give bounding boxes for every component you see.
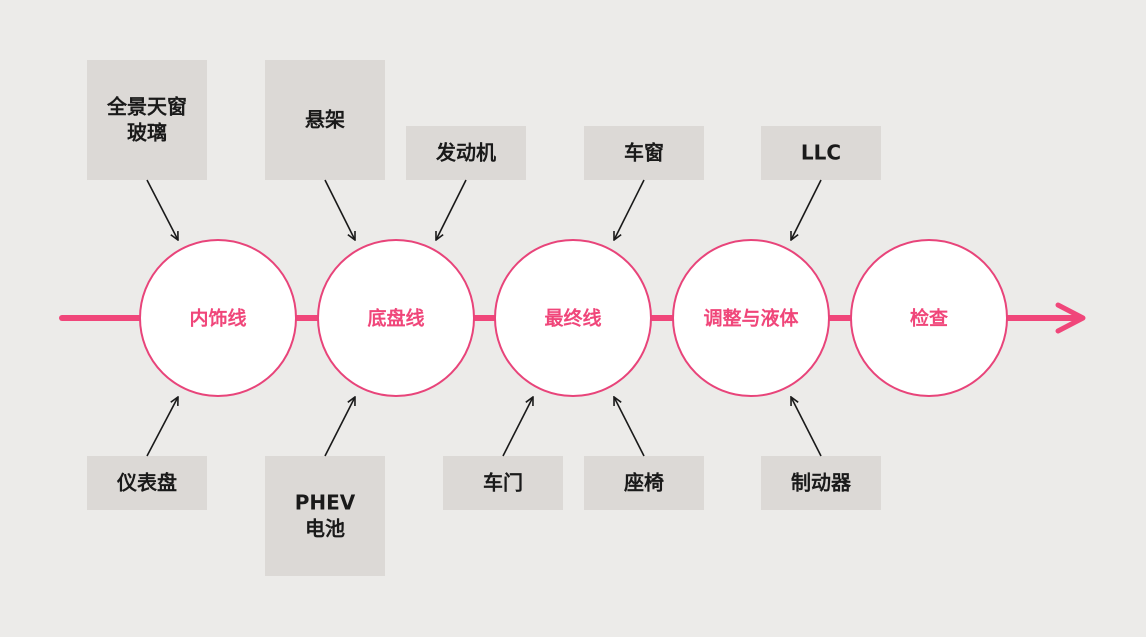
input-part-box: 悬架 [265, 60, 385, 180]
part-label: 车门 [483, 471, 523, 495]
part-label: 发动机 [435, 141, 496, 165]
input-part-box: 制动器 [761, 456, 881, 510]
station-label: 调整与液体 [703, 307, 799, 330]
part-label: 座椅 [624, 471, 664, 495]
feed-arrow-icon [502, 397, 533, 457]
station-label: 最终线 [544, 307, 601, 330]
feed-arrow-icon [791, 179, 822, 240]
part-label: 仪表盘 [116, 471, 177, 495]
station-adjust-fluids: 调整与液体 [672, 239, 830, 397]
input-part-box: 座椅 [584, 456, 704, 510]
station-label: 底盘线 [367, 307, 424, 330]
part-label: 制动器 [791, 471, 852, 495]
station-inspection: 检查 [850, 239, 1008, 397]
feed-arrow-icon [324, 179, 355, 240]
part-label: 悬架 [305, 108, 345, 132]
feed-arrow-icon [324, 397, 355, 457]
input-part-box: LLC [761, 126, 881, 180]
input-part-box: 仪表盘 [87, 456, 207, 510]
part-label: PHEV [295, 491, 356, 515]
feed-arrow-icon [614, 179, 645, 240]
station-label: 内饰线 [189, 307, 246, 330]
feed-arrow-icon [614, 397, 645, 457]
station-chassis: 底盘线 [317, 239, 475, 397]
station-label: 检查 [910, 307, 949, 330]
feed-arrow-icon [436, 179, 467, 240]
input-part-box: 车门 [443, 456, 563, 510]
station-interior: 内饰线 [139, 239, 297, 397]
part-label: 玻璃 [127, 121, 167, 145]
part-label: 电池 [305, 517, 345, 541]
input-part-box: 发动机 [406, 126, 526, 180]
input-part-box: 车窗 [584, 126, 704, 180]
part-label: LLC [801, 141, 841, 165]
part-label: 车窗 [624, 141, 664, 165]
feed-arrow-icon [146, 397, 178, 457]
feed-arrow-icon [146, 179, 178, 240]
flow-arrowhead-icon [1055, 302, 1086, 334]
feed-arrow-icon [791, 397, 822, 457]
part-label: 全景天窗 [106, 95, 187, 119]
station-final: 最终线 [494, 239, 652, 397]
